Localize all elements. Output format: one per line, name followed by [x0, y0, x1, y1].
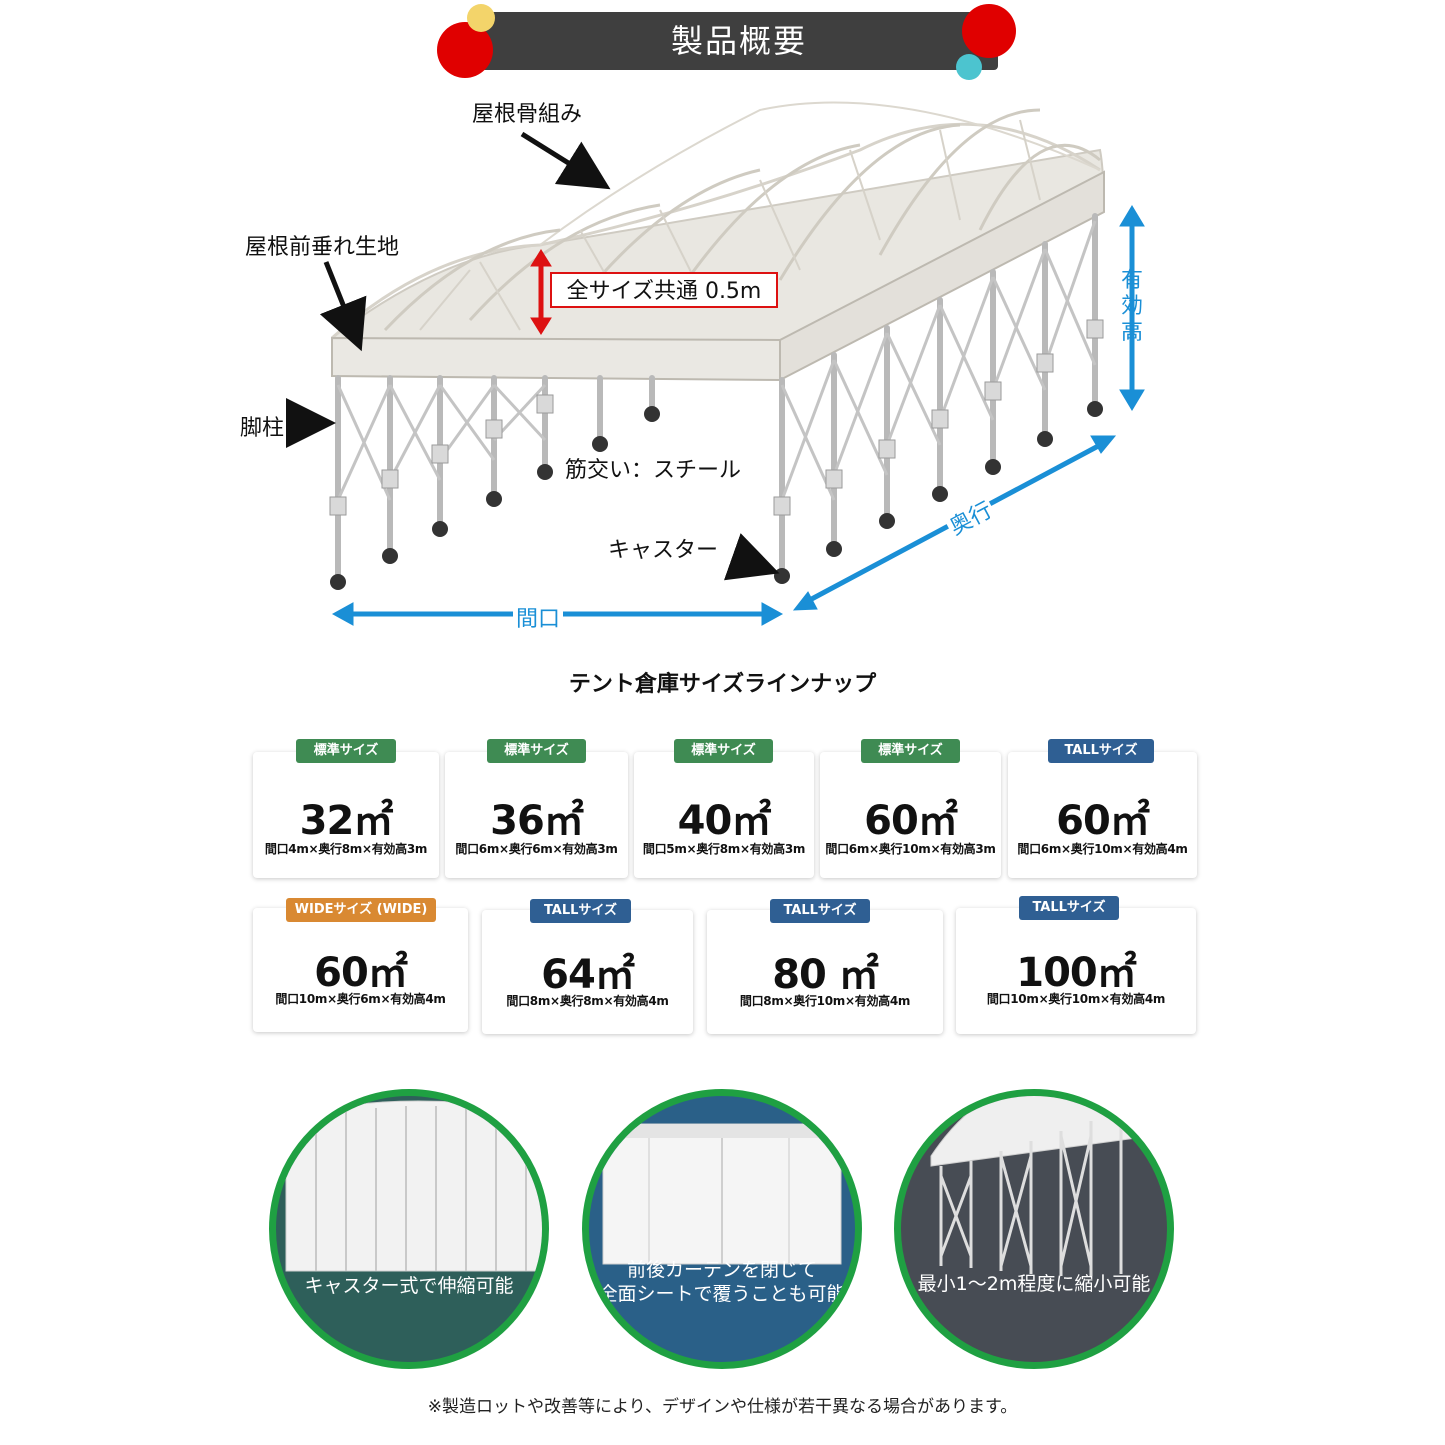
label-effective-height: 有効高: [1120, 268, 1143, 345]
size-dimensions: 間口10m×奥行6m×有効高4m: [275, 992, 446, 1006]
label-pillar: 脚柱: [240, 416, 285, 441]
size-badge: TALLサイズ: [1019, 896, 1119, 920]
roof-side-curtain: [779, 170, 1105, 382]
decor-dot-yellow: [467, 4, 495, 32]
roof-front-curtain: [331, 336, 781, 382]
size-card: 40㎡ 間口5m×奥行8m×有効高3m: [634, 752, 814, 878]
size-badge: TALLサイズ: [770, 899, 870, 923]
caster-pointer: [723, 533, 780, 581]
size-card: 100㎡ 間口10m×奥行10m×有効高4m: [956, 908, 1196, 1034]
feature-caption: 最小1～2m程度に縮小可能: [917, 1273, 1151, 1295]
title-banner: [480, 12, 998, 70]
roof-height-arrow: [530, 249, 552, 335]
label-frontage: 間口: [513, 601, 564, 633]
page-title: 製品概要: [670, 22, 807, 60]
label-caster: キャスター: [608, 538, 719, 563]
size-area: 60㎡: [864, 798, 958, 844]
size-area: 32㎡: [299, 798, 394, 844]
size-card: 64㎡ 間口8m×奥行8m×有効高4m: [482, 910, 693, 1034]
feature-circle-compact: 最小1～2m程度に縮小可能: [894, 1089, 1174, 1369]
size-badge: WIDEサイズ (WIDE): [286, 898, 436, 922]
size-card: 80 ㎡ 間口8m×奥行10m×有効高4m: [707, 910, 943, 1034]
tent-extended-photo: [285, 1100, 542, 1272]
size-dimensions: 間口10m×奥行10m×有効高4m: [986, 992, 1166, 1006]
size-area: 60㎡: [314, 950, 408, 996]
size-dimensions: 間口5m×奥行8m×有効高3m: [642, 842, 806, 856]
footnote: ※製造ロットや改善等により、デザインや仕様が若干異なる場合があります。: [427, 1397, 1018, 1417]
size-card: 32㎡ 間口4m×奥行8m×有効高3m: [253, 752, 439, 878]
tent-closed-curtain-photo: [602, 1123, 842, 1265]
feature-caption: 全面シートで覆うことも可能: [598, 1283, 846, 1305]
size-area: 100㎡: [1016, 950, 1137, 996]
label-brace: 筋交い：スチール: [565, 458, 742, 483]
size-area: 64㎡: [541, 952, 635, 998]
size-dimensions: 間口6m×奥行10m×有効高3m: [825, 842, 996, 856]
feature-caption: 前後カーテンを閉じて: [626, 1259, 817, 1281]
size-area: 36㎡: [490, 798, 584, 844]
size-badge: 標準サイズ: [861, 739, 960, 763]
effective-height-arrow: [1119, 205, 1145, 411]
size-badge: TALLサイズ: [530, 899, 631, 923]
size-card: 60㎡ 間口10m×奥行6m×有効高4m: [253, 908, 468, 1032]
size-dimensions: 間口6m×奥行6m×有効高3m: [455, 842, 618, 856]
size-dimensions: 間口4m×奥行8m×有効高3m: [264, 842, 428, 856]
feature-circle-caster: キャスター式で伸縮可能: [269, 1089, 549, 1369]
front-curtain-pointer: [319, 261, 367, 352]
size-badge: 標準サイズ: [487, 739, 586, 763]
size-dimensions: 間口6m×奥行10m×有効高4m: [1017, 842, 1188, 856]
size-area: 40㎡: [677, 798, 772, 844]
tent-diagram: [286, 101, 1145, 626]
size-area: 60㎡: [1056, 798, 1150, 844]
feature-circle-curtain: 前後カーテンを閉じて 全面シートで覆うことも可能: [582, 1089, 862, 1369]
size-dimensions: 間口8m×奥行10m×有効高4m: [739, 994, 911, 1008]
decor-dot-red-right: [962, 4, 1016, 58]
size-card: 60㎡ 間口6m×奥行10m×有効高3m: [820, 752, 1001, 878]
size-area: 80 ㎡: [772, 952, 879, 998]
roof-frame-pointer: [520, 131, 611, 190]
size-dimensions: 間口8m×奥行8m×有効高4m: [506, 994, 669, 1008]
tent-folded-photo: [930, 1096, 1152, 1276]
label-roof-frame: 屋根骨組み: [472, 102, 583, 127]
size-badge: 標準サイズ: [296, 739, 396, 763]
size-card: 36㎡ 間口6m×奥行6m×有効高3m: [445, 752, 628, 878]
lineup-title: テント倉庫サイズラインナップ: [568, 672, 877, 697]
size-card: 60㎡ 間口6m×奥行10m×有効高4m: [1008, 752, 1197, 878]
decor-dot-teal: [956, 54, 982, 80]
size-badge: 標準サイズ: [674, 739, 773, 763]
size-badge: TALLサイズ: [1048, 739, 1154, 763]
label-roof-front-curtain: 屋根前垂れ生地: [245, 235, 400, 260]
feature-caption: キャスター式で伸縮可能: [304, 1275, 514, 1297]
common-size-note: 全サイズ共通 0.5m: [550, 272, 778, 308]
